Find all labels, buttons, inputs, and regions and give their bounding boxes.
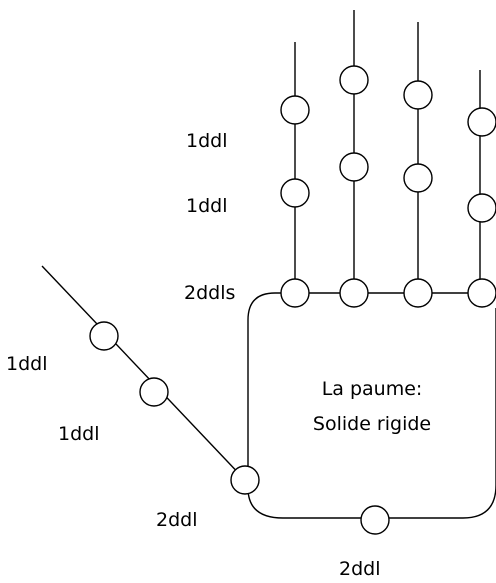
palm-outline [247,292,496,519]
finger-3-joint-base [403,278,433,308]
finger-1-joint-mid [280,178,310,208]
label-thumb-base-dof: 2ddl [156,509,198,531]
label-finger-base-dof: 2ddls [184,282,235,304]
palm-subtitle: Solide rigide [313,413,431,435]
finger-2-joint-mid [339,152,369,182]
finger-3-joint-mid [403,163,433,193]
thumb-line [41,265,246,481]
thumb-joint-base [230,465,260,495]
thumb-joint-top [89,321,119,351]
label-palm-bottom-dof: 2ddl [339,558,381,580]
thumb-joint-mid [139,377,169,407]
finger-4-joint-top [467,107,496,137]
label-thumb-top-dof: 1ddl [6,353,48,375]
finger-1-joint-base [280,278,310,308]
finger-2-joint-base [339,278,369,308]
palm-bottom-joint [360,505,390,535]
finger-1-joint-top [280,95,310,125]
label-thumb-mid-dof: 1ddl [58,423,100,445]
finger-4-joint-mid [467,193,496,223]
palm-title: La paume: [322,378,423,400]
finger-3-joint-top [403,80,433,110]
label-finger-top-dof: 1ddl [186,130,228,152]
finger-2-joint-top [339,65,369,95]
label-finger-mid-dof: 1ddl [186,195,228,217]
finger-4-joint-base [467,278,496,308]
